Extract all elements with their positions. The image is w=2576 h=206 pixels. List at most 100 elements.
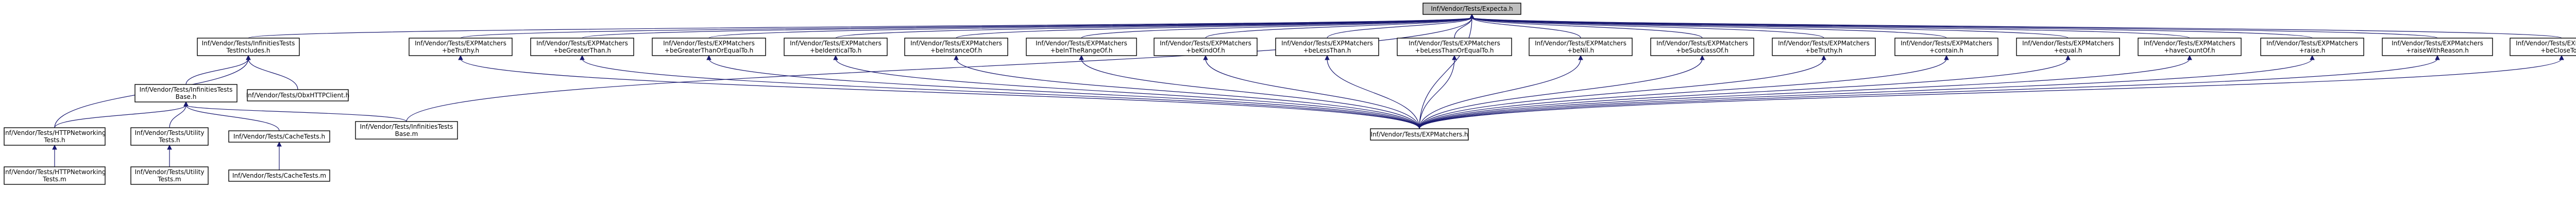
edge-expecta-to-equal: [1471, 17, 2069, 39]
node-belessthan[interactable]: Inf/Vendor/Tests/EXPMatchers+beLessThan.…: [1275, 38, 1379, 56]
node-label-line: Inf/Vendor/Tests/EXPMatchers: [1901, 40, 1992, 47]
node-bekindof[interactable]: Inf/Vendor/Tests/EXPMatchers+beKindOf.h: [1154, 38, 1258, 56]
edge-arrowhead: [167, 144, 172, 150]
node-box: [2016, 38, 2120, 56]
node-box: [228, 130, 330, 143]
node-label-line: Inf/Vendor/Tests/Utility: [135, 129, 205, 136]
node-becloseto[interactable]: Inf/Vendor/Tests/EXPMatchers+beCloseTo.h: [2510, 38, 2576, 56]
edge-becloseto-to-exp-matchers: [1419, 58, 2562, 129]
node-label-line: Inf/Vendor/Tests/HTTPNetworking: [4, 129, 106, 136]
edge-begreaterthan-to-exp-matchers: [582, 58, 1420, 129]
edge-expecta-to-begreaterthanorequal: [708, 17, 1472, 39]
edge-inf-tests-base-to-cache-tests-h: [185, 105, 280, 131]
edge-expecta-to-besubclassof: [1471, 17, 1703, 39]
node-beintherangeof[interactable]: Inf/Vendor/Tests/EXPMatchers+beInTheRang…: [1026, 38, 1137, 56]
node-belessthanorequal[interactable]: Inf/Vendor/Tests/EXPMatchers+beLessThanO…: [1397, 38, 1512, 56]
node-label-line: Inf/Vendor/Tests/InfinitiesTests: [140, 86, 233, 93]
node-havecountof[interactable]: Inf/Vendor/Tests/EXPMatchers+haveCountOf…: [2138, 38, 2242, 56]
edge-beidenticalto-to-exp-matchers: [835, 58, 1420, 129]
edge-expecta-to-exp-matchers: [1419, 17, 1472, 129]
node-label-line: Inf/Vendor/Tests/EXPMatchers: [910, 40, 1002, 47]
node-label-line: Inf/Vendor/Tests/EXPMatchers: [415, 40, 506, 47]
edge-betrue-to-exp-matchers: [460, 58, 1420, 129]
node-besubclassof[interactable]: Inf/Vendor/Tests/EXPMatchers+beSubclassO…: [1650, 38, 1754, 56]
node-box: [4, 127, 106, 146]
node-cache-tests-m[interactable]: Inf/Vendor/Tests/CacheTests.m: [228, 169, 330, 182]
edge-arrowhead: [1469, 13, 1475, 19]
node-cache-tests-h[interactable]: Inf/Vendor/Tests/CacheTests.h: [228, 130, 330, 143]
node-box: [1422, 3, 1521, 15]
node-label-line: Inf/Vendor/Tests/EXPMatchers.h: [1370, 131, 1468, 138]
node-label-line: +equal.h: [2054, 47, 2082, 54]
edge-expecta-to-bekindof: [1205, 17, 1472, 39]
edge-arrowhead: [833, 55, 838, 60]
edge-arrowhead: [1821, 55, 1826, 60]
edge-arrowhead: [580, 55, 585, 60]
edge-arrowhead: [246, 55, 251, 60]
node-label-line: +beTruthy.h: [442, 47, 479, 54]
edge-belessthanorequal-to-exp-matchers: [1419, 58, 1455, 129]
node-raise[interactable]: Inf/Vendor/Tests/EXPMatchers+raise.h: [2260, 38, 2364, 56]
node-label-line: Inf/Vendor/Tests/EXPMatchers: [790, 40, 882, 47]
node-benil[interactable]: Inf/Vendor/Tests/EXPMatchers+beNil.h: [1529, 38, 1633, 56]
node-begreaterthanorequal[interactable]: Inf/Vendor/Tests/EXPMatchers+beGreaterTh…: [652, 38, 766, 56]
edge-belessthan-to-exp-matchers: [1327, 58, 1420, 129]
node-raisewithreason[interactable]: Inf/Vendor/Tests/EXPMatchers+raiseWithRe…: [2382, 38, 2493, 56]
edge-expecta-to-beinstanceof: [956, 17, 1472, 39]
node-begreaterthan[interactable]: Inf/Vendor/Tests/EXPMatchers+beGreaterTh…: [530, 38, 634, 56]
node-label-line: +raiseWithReason.h: [2406, 47, 2469, 54]
nodes-layer: Inf/Vendor/Tests/Expecta.hInf/Vendor/Tes…: [4, 3, 2576, 185]
node-box: [228, 169, 330, 182]
edge-arrowhead: [2065, 55, 2071, 60]
edge-havecountof-to-exp-matchers: [1419, 58, 2190, 129]
node-label-line: +beTruthy.h: [1805, 47, 1842, 54]
node-label-line: Inf/Vendor/Tests/EXPMatchers: [1160, 40, 1251, 47]
edge-expecta-to-belessthan: [1327, 17, 1472, 39]
node-obx-client[interactable]: Inf/Vendor/Tests/ObxHTTPClient.h: [246, 89, 350, 101]
edge-beinstanceof-to-exp-matchers: [956, 58, 1420, 129]
edge-arrowhead: [1203, 55, 1208, 60]
edge-arrowhead: [1452, 55, 1457, 60]
node-equal[interactable]: Inf/Vendor/Tests/EXPMatchers+equal.h: [2016, 38, 2120, 56]
node-betrue[interactable]: Inf/Vendor/Tests/EXPMatchers+beTruthy.h: [409, 38, 513, 56]
node-beidenticalto[interactable]: Inf/Vendor/Tests/EXPMatchers+beIdentical…: [784, 38, 888, 56]
node-label-line: Inf/Vendor/Tests/InfinitiesTests: [360, 123, 453, 130]
node-betruthy[interactable]: Inf/Vendor/Tests/EXPMatchers+beTruthy.h: [1772, 38, 1876, 56]
node-label-line: Inf/Vendor/Tests/CacheTests.h: [233, 133, 325, 140]
node-beinstanceof[interactable]: Inf/Vendor/Tests/EXPMatchers+beInstanceO…: [904, 38, 1008, 56]
node-inf-tests-include[interactable]: Inf/Vendor/Tests/InfinitiesTestsTestIncl…: [197, 38, 300, 56]
edge-expecta-to-inf-tests-include: [248, 17, 1472, 39]
node-label-line: +beSubclassOf.h: [1676, 47, 1728, 54]
edge-inf-tests-include-to-inf-tests-base: [185, 58, 249, 85]
node-contain[interactable]: Inf/Vendor/Tests/EXPMatchers+contain.h: [1894, 38, 1998, 56]
edge-equal-to-exp-matchers: [1419, 58, 2069, 129]
node-box: [1154, 38, 1258, 56]
node-label-line: Inf/Vendor/Tests/EXPMatchers: [1535, 40, 1626, 47]
node-box: [1529, 38, 1633, 56]
node-box: [1370, 128, 1469, 141]
node-box: [130, 166, 209, 185]
node-box: [4, 166, 106, 185]
node-box: [130, 127, 209, 146]
node-label-line: +beIdenticalTo.h: [810, 47, 861, 54]
node-exp-matchers[interactable]: Inf/Vendor/Tests/EXPMatchers.h: [1370, 128, 1469, 141]
edge-arrowhead: [277, 141, 282, 147]
node-label-line: +haveCountOf.h: [2164, 47, 2215, 54]
edge-benil-to-exp-matchers: [1419, 58, 1581, 129]
edge-arrowhead: [183, 101, 189, 107]
node-label-line: Inf/Vendor/Tests/EXPMatchers: [536, 40, 628, 47]
node-box: [197, 38, 300, 56]
node-label-line: +beLessThan.h: [1303, 47, 1351, 54]
node-label-line: Base.h: [176, 93, 197, 100]
node-expecta[interactable]: Inf/Vendor/Tests/Expecta.h: [1422, 3, 1521, 15]
node-label-line: Inf/Vendor/Tests/EXPMatchers: [2022, 40, 2114, 47]
node-box: [2138, 38, 2242, 56]
node-box: [355, 121, 458, 140]
